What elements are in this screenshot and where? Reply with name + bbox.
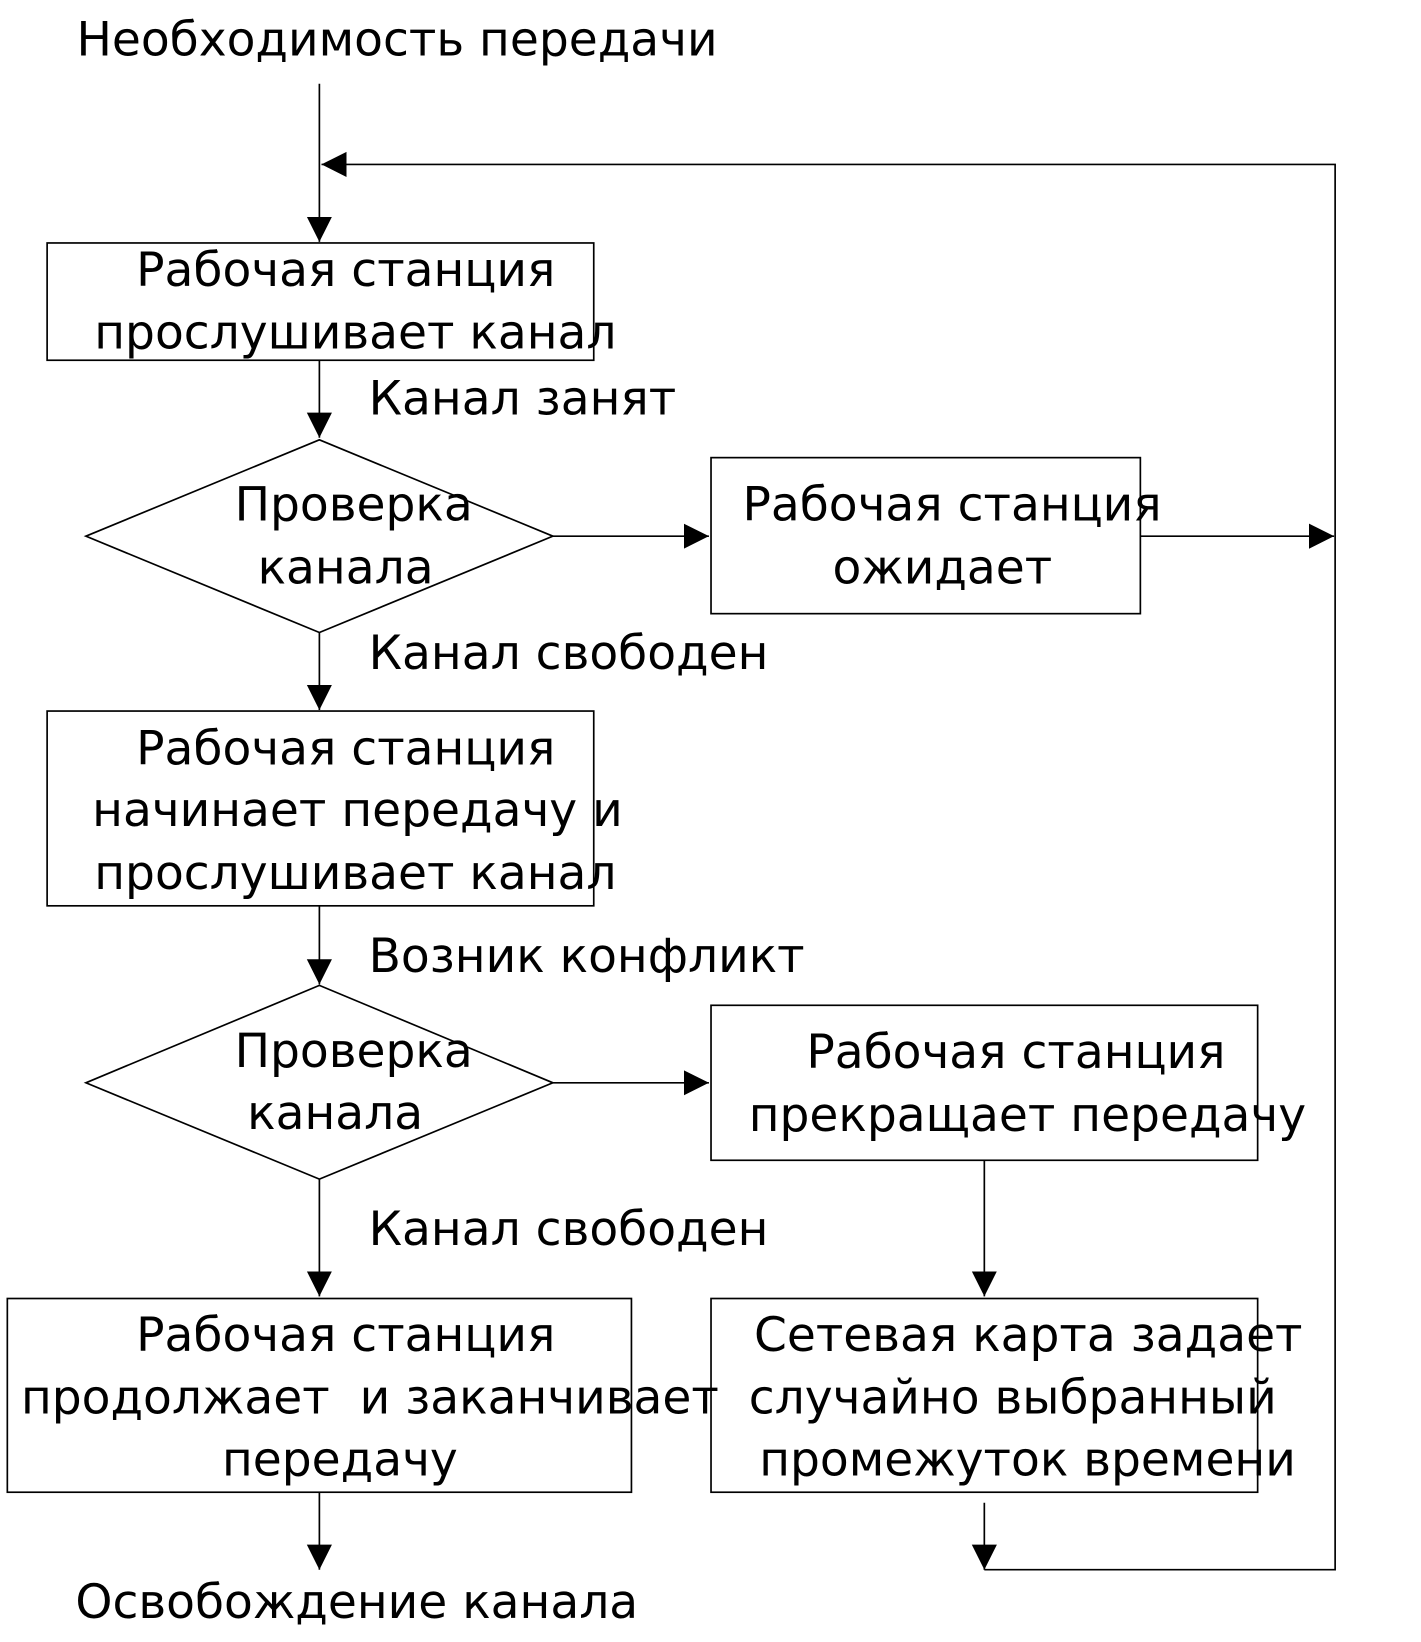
listen-text: прослушивает канал: [94, 306, 616, 361]
check2-diamond: [83, 984, 556, 1181]
stop-text: Рабочая станция: [806, 1025, 1225, 1080]
end-label: Освобождение канала: [75, 1575, 638, 1630]
check2-text: Проверка: [235, 1024, 473, 1079]
start-label: Необходимость передачи: [76, 13, 717, 68]
edge-label-busy: Канал занят: [369, 372, 677, 427]
finish-text: Рабочая станция: [136, 1308, 555, 1363]
check1-diamond: [83, 438, 556, 634]
finish-text: передачу: [222, 1432, 458, 1487]
wait-text: Рабочая станция: [742, 477, 1161, 532]
check1-text: Проверка: [235, 477, 473, 532]
transmit-text: начинает передачу и: [92, 783, 623, 838]
finish-box: [6, 1297, 633, 1494]
transmit-text: Рабочая станция: [136, 721, 555, 776]
wait-box: [710, 456, 1142, 615]
loop-back-arrow: [321, 151, 1336, 1571]
edge-label-free2: Канал свободен: [369, 1202, 769, 1257]
edge-label-conflict: Возник конфликт: [369, 929, 805, 984]
stop-box: [710, 1004, 1259, 1162]
check1-text: канала: [258, 540, 434, 595]
check2-text: канала: [247, 1086, 423, 1141]
edge-label-free1: Канал свободен: [369, 626, 769, 681]
random-text: Сетевая карта задает: [754, 1308, 1303, 1363]
listen-text: Рабочая станция: [136, 243, 555, 298]
listen-box: [46, 242, 595, 362]
wait-text: ожидает: [832, 540, 1052, 595]
random-text: случайно выбранный: [749, 1371, 1277, 1426]
connectors: [306, 83, 1336, 1571]
stop-text: прекращает передачу: [749, 1088, 1306, 1143]
transmit-box: [46, 710, 595, 907]
random-text: промежуток времени: [759, 1432, 1296, 1487]
finish-text: продолжает и заканчивает: [21, 1371, 719, 1426]
random-backoff-box: [710, 1297, 1259, 1494]
transmit-text: прослушивает канал: [94, 846, 616, 901]
